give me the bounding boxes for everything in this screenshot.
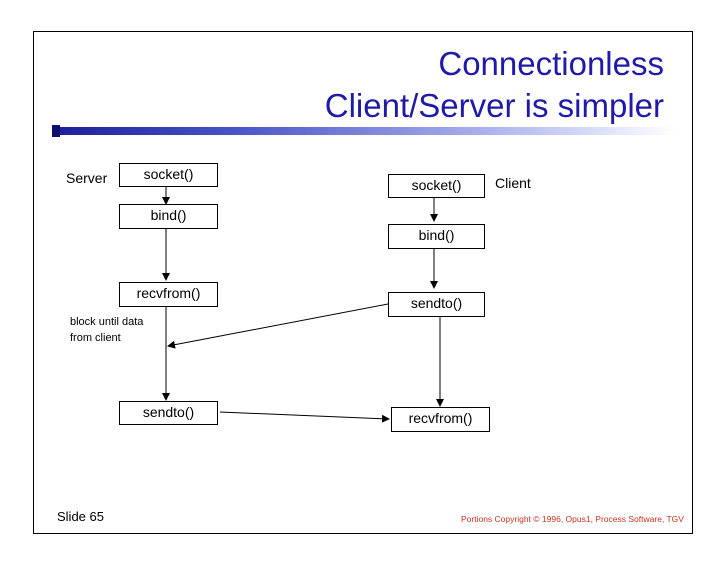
server-label: Server bbox=[66, 170, 108, 186]
block-note: block until data from client bbox=[70, 314, 143, 346]
accent-bar-marker bbox=[52, 125, 60, 137]
block-note-line-2: from client bbox=[70, 332, 121, 344]
client-sendto-box: sendto() bbox=[388, 292, 485, 317]
client-recvfrom-box: recvfrom() bbox=[391, 407, 490, 432]
client-bind-box: bind() bbox=[388, 224, 485, 249]
slide-title-line-2: Client/Server is simpler bbox=[324, 87, 664, 124]
block-note-line-1: block until data bbox=[70, 316, 144, 328]
server-sendto-box: sendto() bbox=[119, 401, 218, 425]
server-bind-box: bind() bbox=[119, 204, 218, 229]
slide-frame bbox=[33, 31, 693, 534]
arrow-server-sendto-to-client bbox=[219, 411, 390, 423]
slide-number: Slide 65 bbox=[57, 509, 104, 524]
title-accent-bar bbox=[52, 125, 676, 137]
client-label: Client bbox=[495, 175, 531, 191]
server-socket-box: socket() bbox=[119, 163, 218, 187]
server-recvfrom-box: recvfrom() bbox=[119, 282, 218, 307]
slide-title-line-1: Connectionless bbox=[438, 45, 664, 82]
client-socket-box: socket() bbox=[388, 174, 485, 198]
copyright-notice: Portions Copyright © 1996, Opus1, Proces… bbox=[461, 514, 684, 524]
arrow-client-sendto-to-server bbox=[167, 303, 389, 349]
